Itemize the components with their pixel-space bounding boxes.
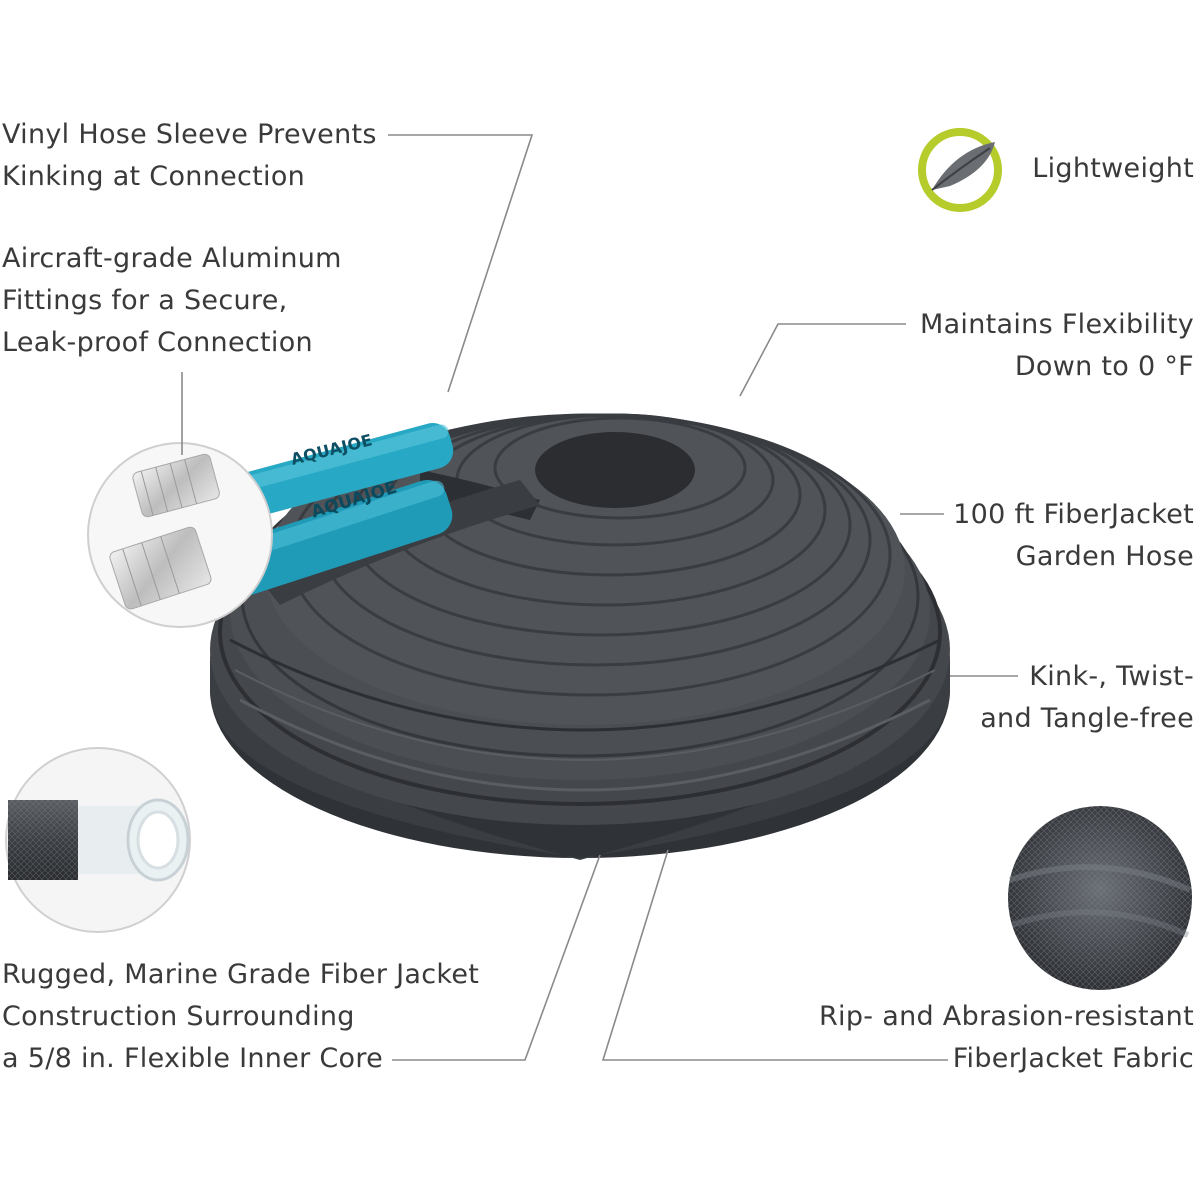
callout-lightweight: Lightweight xyxy=(1032,153,1194,184)
callout-vinyl-sleeve: Vinyl Hose Sleeve Prevents Kinking at Co… xyxy=(2,119,377,192)
callout-hose: 100 ft FiberJacket Garden Hose xyxy=(953,499,1194,572)
callout-flexibility: Maintains Flexibility Down to 0 °F xyxy=(919,309,1194,382)
fitting-closeup xyxy=(87,442,273,628)
hose-coil xyxy=(210,413,950,860)
inner-core-closeup xyxy=(5,747,191,933)
callout-rip: Rip- and Abrasion-resistant FiberJacket … xyxy=(819,1001,1194,1074)
feather-icon xyxy=(931,142,995,191)
callout-kink: Kink-, Twist- and Tangle-free xyxy=(980,661,1194,734)
fabric-closeup xyxy=(1008,806,1192,990)
lightweight-badge xyxy=(918,128,1002,212)
leader-lines xyxy=(181,134,1018,1061)
callout-rugged: Rugged, Marine Grade Fiber Jacket Constr… xyxy=(2,959,480,1074)
callout-fittings: Aircraft-grade Aluminum Fittings for a S… xyxy=(2,243,342,358)
